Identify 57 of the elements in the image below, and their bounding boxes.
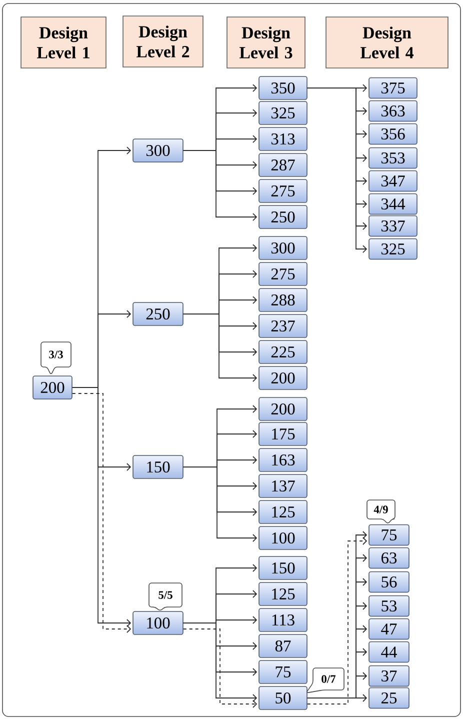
value-box: 250 (132, 302, 184, 326)
value-box: 200 (258, 397, 308, 421)
arrow (182, 314, 258, 382)
value-box: 287 (258, 153, 308, 177)
header-box: Design Level 2 (122, 16, 204, 68)
header-box: Design Level 1 (20, 16, 106, 68)
value-box: 344 (368, 193, 418, 215)
value-box: 353 (368, 147, 418, 169)
value-box: 300 (258, 236, 308, 260)
value-box: 137 (258, 474, 308, 498)
value-box: 337 (368, 215, 418, 237)
value-box: 300 (132, 138, 184, 162)
callout-bubble: 0/7 (306, 668, 344, 693)
callout-bubble: 5/5 (148, 582, 182, 610)
value-box: 75 (258, 660, 308, 684)
value-box: 237 (258, 314, 308, 338)
header-box: Design Level 3 (226, 16, 306, 68)
value-box: 225 (258, 340, 308, 364)
value-box: 325 (368, 238, 418, 260)
arrow (182, 150, 258, 221)
value-box: 53 (368, 595, 410, 617)
value-box: 163 (258, 448, 308, 472)
value-box: 150 (258, 556, 308, 580)
value-box: 100 (132, 611, 184, 635)
value-box: 350 (258, 76, 308, 100)
value-box: 325 (258, 101, 308, 125)
value-box: 125 (258, 582, 308, 606)
value-box: 125 (258, 500, 308, 524)
callout-bubble: 3/3 (40, 342, 72, 374)
value-box: 356 (368, 123, 418, 145)
value-box: 375 (368, 77, 418, 99)
value-box: 25 (368, 687, 410, 709)
value-box: 44 (368, 641, 410, 663)
value-box: 200 (32, 376, 72, 400)
value-box: 63 (368, 547, 410, 569)
value-box: 37 (368, 665, 410, 687)
header-box: Design Level 4 (326, 16, 448, 68)
value-box: 100 (258, 526, 308, 550)
value-box: 87 (258, 634, 308, 658)
value-box: 113 (258, 608, 308, 632)
value-box: 175 (258, 422, 308, 446)
value-box: 347 (368, 170, 418, 192)
value-box: 56 (368, 571, 410, 593)
value-box: 200 (258, 366, 308, 390)
value-box: 288 (258, 288, 308, 312)
value-box: 150 (132, 455, 184, 479)
arrow (306, 694, 368, 702)
value-box: 75 (368, 524, 410, 546)
arrow (182, 466, 258, 542)
value-box: 275 (258, 179, 308, 203)
value-box: 50 (258, 686, 308, 710)
value-box: 363 (368, 100, 418, 122)
value-box: 313 (258, 127, 308, 151)
value-box: 275 (258, 262, 308, 286)
value-box: 47 (368, 618, 410, 640)
value-box: 250 (258, 205, 308, 229)
callout-bubble: 4/9 (366, 500, 396, 524)
